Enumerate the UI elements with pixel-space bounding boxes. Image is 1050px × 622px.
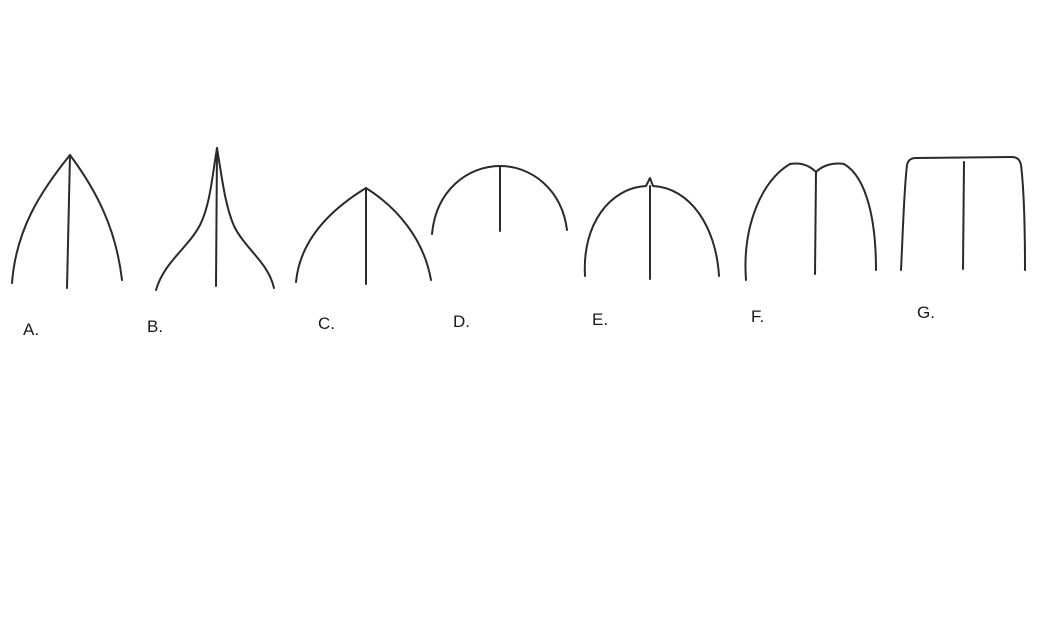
acute-apex-icon: [11, 154, 123, 289]
label-c: C.: [318, 314, 335, 333]
label-g: G.: [917, 303, 935, 322]
mucronate-apex-icon: [583, 177, 720, 280]
label-d: D.: [453, 312, 470, 331]
label-e: E.: [592, 310, 609, 329]
emarginate-apex-icon: [744, 162, 877, 281]
label-a: A.: [23, 320, 40, 339]
obtuse-apex-icon: [295, 187, 432, 285]
truncate-apex-icon: [900, 156, 1026, 271]
acuminate-apex-icon: [155, 147, 275, 291]
rounded-apex-icon: [431, 165, 568, 235]
label-f: F.: [751, 307, 765, 326]
label-b: B.: [147, 317, 164, 336]
